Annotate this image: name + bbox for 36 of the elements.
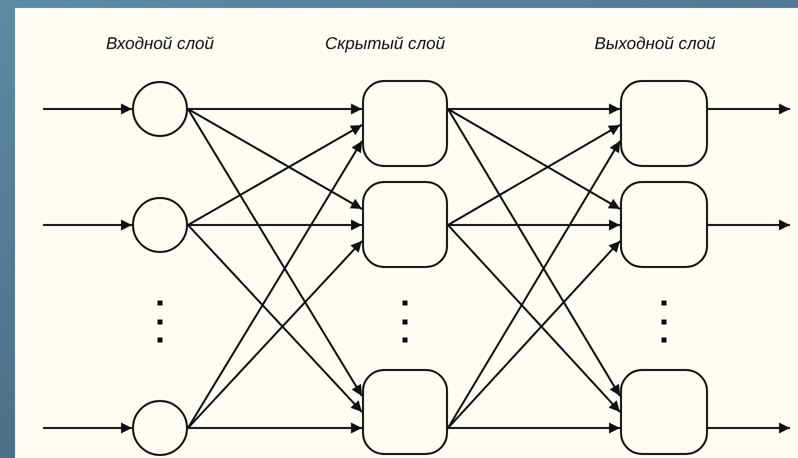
neuron-box — [620, 369, 708, 455]
arrow — [448, 104, 620, 114]
arrow — [447, 140, 621, 429]
layer-heading: Выходной слой — [594, 34, 716, 54]
layer-heading: Скрытый слой — [324, 34, 446, 54]
neuron-box — [620, 80, 708, 167]
arrow — [187, 240, 363, 429]
arrow — [187, 108, 363, 397]
arrow — [447, 240, 621, 429]
arrow — [187, 140, 363, 429]
layer-heading: Входной слой — [106, 34, 214, 54]
neuron-box — [362, 369, 448, 455]
arrow — [188, 104, 362, 114]
arrow — [448, 422, 620, 434]
arrow — [43, 104, 132, 114]
arrow — [708, 104, 790, 114]
input-neuron-circle — [132, 400, 188, 456]
arrow — [188, 108, 362, 210]
input-neuron-circle — [132, 197, 188, 253]
neuron-box — [620, 181, 708, 268]
arrow — [188, 422, 362, 434]
arrow — [447, 108, 621, 397]
arrow — [187, 224, 363, 413]
arrow — [708, 422, 790, 434]
neuron-box — [362, 181, 448, 268]
arrow — [448, 108, 620, 210]
arrow — [43, 422, 132, 434]
arrow — [188, 124, 362, 226]
arrow — [448, 220, 620, 230]
arrow — [708, 220, 790, 230]
arrow — [43, 220, 132, 230]
arrow — [447, 224, 621, 413]
arrow — [448, 124, 620, 226]
input-neuron-circle — [132, 81, 188, 137]
neuron-box — [362, 80, 448, 167]
arrow — [188, 220, 362, 230]
